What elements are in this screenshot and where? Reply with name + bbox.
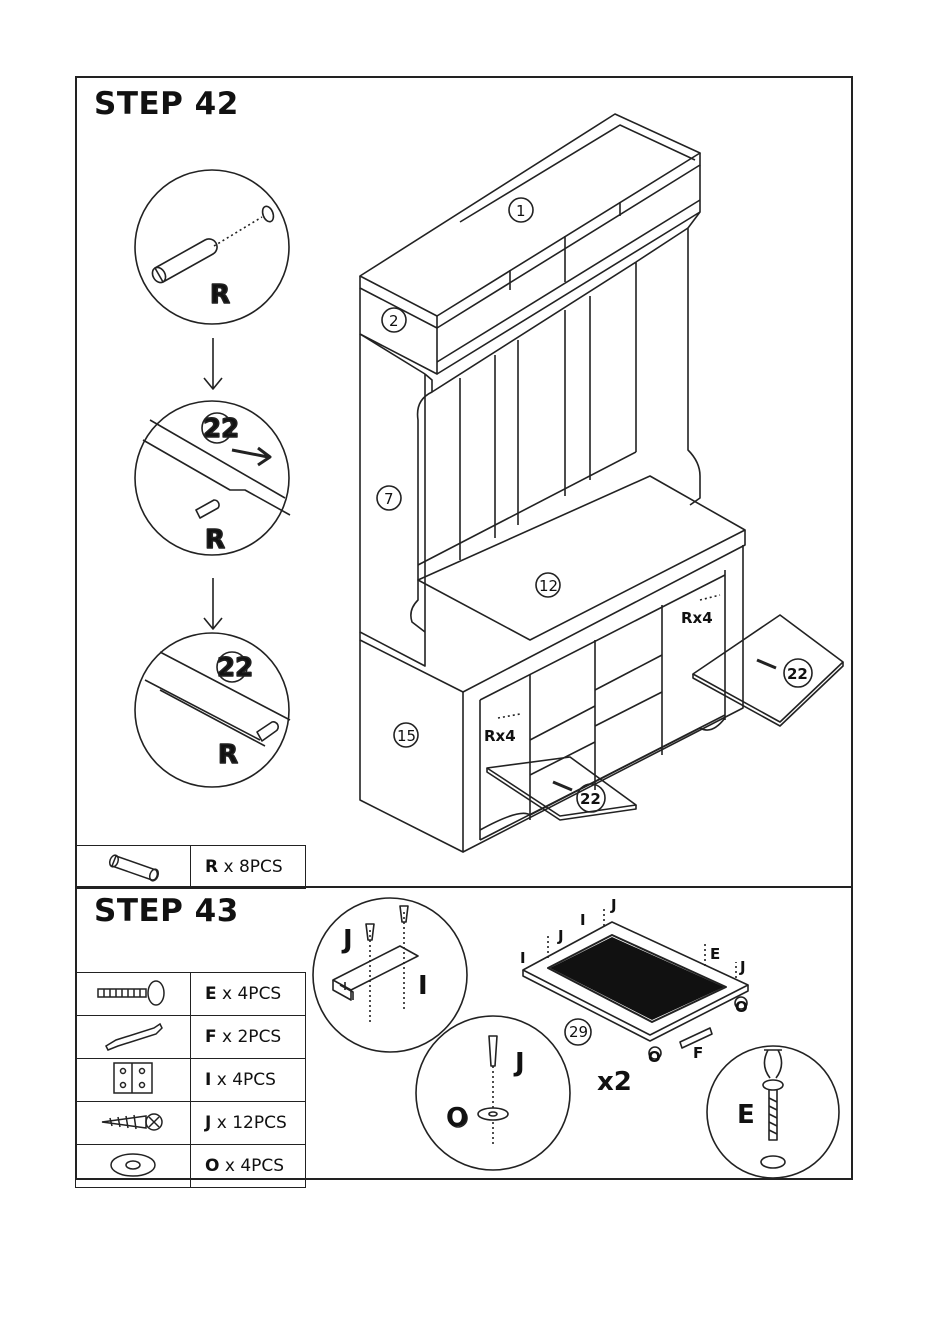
bolt-icon bbox=[76, 973, 190, 1011]
label-i-hinge: I bbox=[418, 971, 428, 1001]
label-e-panel: E bbox=[710, 945, 720, 963]
parts-row: E x 4PCS bbox=[76, 973, 306, 1016]
label-j-hinge: J bbox=[341, 925, 353, 955]
screw-icon bbox=[76, 1102, 190, 1140]
parts-row: O x 4PCS bbox=[76, 1145, 306, 1188]
parts-row: R x 8PCS bbox=[76, 846, 306, 889]
dowel-label-3: R bbox=[218, 740, 238, 770]
panel-label-1: 22 bbox=[203, 414, 239, 444]
arrow-down-icon bbox=[204, 338, 222, 389]
label-j-top: J bbox=[610, 896, 617, 914]
part-number-12: 12 bbox=[539, 577, 558, 595]
handle-icon bbox=[76, 1016, 190, 1054]
label-j-washer: J bbox=[513, 1048, 525, 1078]
label-o-bottom: O bbox=[648, 1048, 661, 1066]
detail-circle-assembled bbox=[135, 633, 290, 787]
part-number-22-bottom: 22 bbox=[580, 790, 601, 808]
label-f-handle: F bbox=[693, 1044, 703, 1062]
label-i-left: I bbox=[520, 949, 526, 967]
part-number-1: 1 bbox=[516, 202, 526, 220]
part-number-29: 29 bbox=[569, 1023, 588, 1041]
callout-rx4-right: Rx4 bbox=[681, 609, 713, 627]
panel-label-2: 22 bbox=[217, 653, 253, 683]
hinge-icon bbox=[76, 1059, 190, 1097]
parts-row: F x 2PCS bbox=[76, 1016, 306, 1059]
part-qty-cell: R x 8PCS bbox=[191, 846, 306, 889]
parts-row: J x 12PCS bbox=[76, 1102, 306, 1145]
label-j-right: J bbox=[739, 958, 746, 976]
step42-parts-table: R x 8PCS bbox=[75, 845, 306, 889]
part-icon-cell bbox=[76, 846, 191, 889]
detail-circle-washer bbox=[416, 1016, 570, 1170]
part-number-15: 15 bbox=[397, 727, 416, 745]
dowel-label-2: R bbox=[205, 525, 225, 555]
arrow-down-icon bbox=[204, 578, 222, 629]
label-j-left: J bbox=[557, 927, 564, 945]
callout-rx4-left: Rx4 bbox=[484, 727, 516, 745]
detail-circle-bolt bbox=[707, 1046, 839, 1178]
dowel-label-1: R bbox=[210, 280, 230, 310]
label-e-bolt: E bbox=[737, 1100, 755, 1130]
detail-circle-hinge bbox=[313, 898, 467, 1052]
multiplier-x2: x2 bbox=[597, 1067, 632, 1097]
label-i-top: I bbox=[580, 911, 586, 929]
dowel-icon bbox=[76, 846, 190, 884]
part-number-22-right: 22 bbox=[787, 665, 808, 683]
washer-icon bbox=[76, 1145, 190, 1183]
part-number-7: 7 bbox=[384, 490, 394, 508]
label-o-right: O bbox=[735, 998, 748, 1016]
mesh-panel-icon bbox=[550, 937, 724, 1020]
part-number-2: 2 bbox=[389, 312, 399, 330]
parts-row: I x 4PCS bbox=[76, 1059, 306, 1102]
hall-tree-drawing bbox=[360, 114, 843, 852]
label-o-washer: O bbox=[446, 1103, 468, 1133]
step43-parts-table: E x 4PCS F x 2PCS I x 4PCS bbox=[75, 972, 306, 1188]
